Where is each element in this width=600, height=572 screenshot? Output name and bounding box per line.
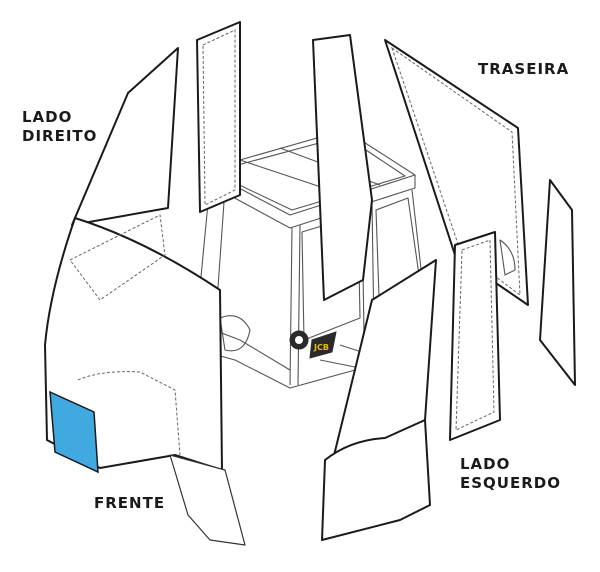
label-lado-esquerdo-line2: ESQUERDO [460,474,561,492]
label-lado-direito-line2: DIREITO [22,127,98,145]
label-lado-direito-line1: LADO [22,108,73,126]
label-lado-direito: LADO DIREITO [22,108,97,146]
label-lado-esquerdo-line1: LADO [460,455,511,473]
front-glass [44,214,246,546]
left-side-glass [312,34,576,541]
label-frente: FRENTE [94,494,166,512]
label-lado-esquerdo: LADO ESQUERDO [460,455,561,493]
svg-text:JCB: JCB [313,343,329,352]
label-traseira: TRASEIRA [478,60,570,78]
right-side-glass [71,21,241,226]
highlighted-front-lower-glass [49,390,99,474]
